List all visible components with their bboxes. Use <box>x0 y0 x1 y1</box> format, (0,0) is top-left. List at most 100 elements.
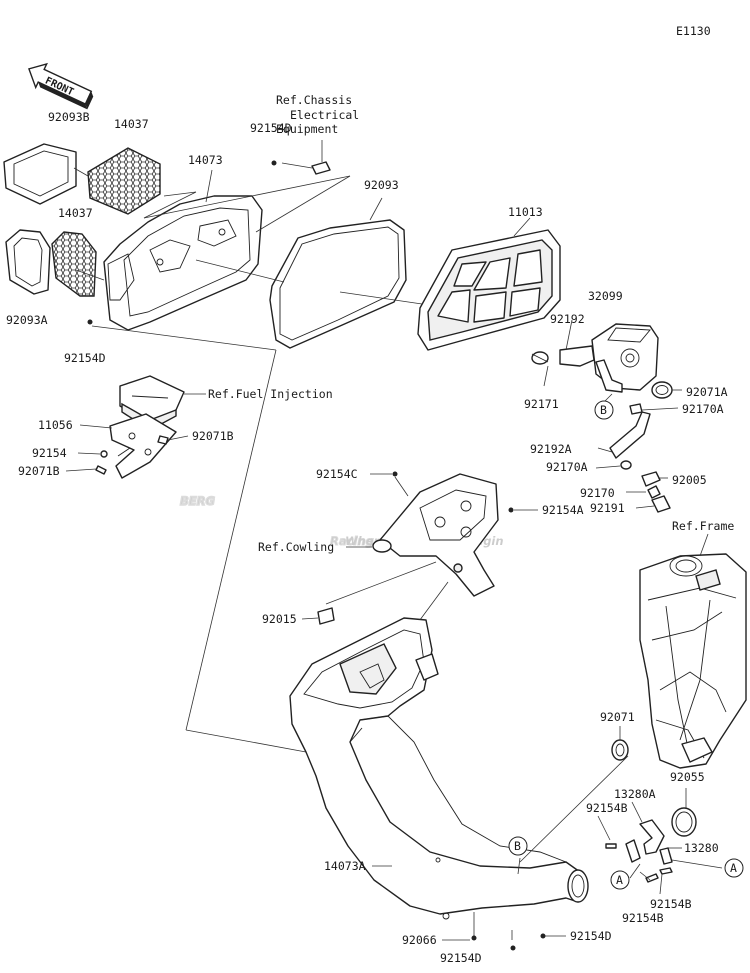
part-92015-grommet <box>317 607 335 625</box>
bolt-92154A <box>508 507 514 513</box>
leader-92071-duct <box>519 755 629 863</box>
callout-14037-left: 14037 <box>58 206 93 220</box>
callout-92093: 92093 <box>364 178 399 192</box>
callout-92071B-1: 92071B <box>192 429 234 443</box>
ref-frame: Ref.Frame <box>672 519 734 533</box>
marker-B-bottom: B <box>508 836 528 856</box>
callout-92093A: 92093A <box>6 313 48 327</box>
leader-lines-upper <box>73 140 531 753</box>
callout-92171: 92171 <box>524 397 559 411</box>
callout-92071: 92071 <box>600 710 635 724</box>
watermark-brand: BERG <box>180 494 215 508</box>
labels: Ref.Chassis Electrical Equipment 92093B … <box>6 93 734 965</box>
small-bolts-clamps <box>605 843 673 883</box>
ref-chassis-line3: Equipment <box>276 122 338 136</box>
part-14073-airbox-cover <box>103 195 263 331</box>
leader-lines-clamps <box>597 801 723 895</box>
svg-text:A: A <box>730 861 737 875</box>
leader-lines-right <box>543 319 682 509</box>
part-92071-grommet <box>611 739 629 761</box>
bolt-92154C <box>392 471 398 477</box>
callout-92192A: 92192A <box>530 442 572 456</box>
part-14073A-intake-duct <box>289 617 589 920</box>
callout-92015: 92015 <box>262 612 297 626</box>
part-92192A-hose <box>609 411 651 459</box>
callout-92066: 92066 <box>402 933 437 947</box>
callout-92055: 92055 <box>670 770 705 784</box>
callout-92154: 92154 <box>32 446 67 460</box>
part-14037-mesh-left <box>51 231 97 297</box>
part-13280-clamps <box>625 819 673 865</box>
bolt-92154D-bottom <box>510 945 516 951</box>
part-92192-hose <box>559 345 595 367</box>
callout-92154D-bottom-right: 92154D <box>570 929 612 943</box>
ref-cowling: Ref.Cowling <box>258 540 334 554</box>
callout-92154B-2: 92154B <box>650 897 692 911</box>
part-middle-bracket <box>372 473 499 597</box>
leader-lines-11056 <box>65 393 206 472</box>
callout-92154B-3: 92154B <box>622 911 664 925</box>
part-92093-gasket <box>269 219 407 349</box>
callout-92154A: 92154A <box>542 503 584 517</box>
marker-A-left: A <box>610 870 630 890</box>
leader-92015 <box>301 617 319 620</box>
bolt-92066 <box>471 935 477 941</box>
svg-text:B: B <box>600 403 607 417</box>
part-11013-air-filter <box>417 229 561 351</box>
callout-14073: 14073 <box>188 153 223 167</box>
callout-13280: 13280 <box>684 841 719 855</box>
small-bolts-11056 <box>95 435 169 475</box>
callout-92071A: 92071A <box>686 385 728 399</box>
part-92170A-clip-2 <box>620 460 632 470</box>
part-92170A-clip <box>629 403 643 415</box>
part-92005-fitting <box>641 471 661 499</box>
bolt-92154D-left <box>87 319 93 325</box>
part-92093B-seal <box>3 143 77 205</box>
leader-lines-duct <box>372 857 566 941</box>
ref-chassis-line2: Electrical <box>290 108 359 122</box>
callout-92191: 92191 <box>590 501 625 515</box>
diagram-code: E1130 <box>676 24 711 38</box>
svg-text:B: B <box>514 839 521 853</box>
leader-lines-middle <box>325 473 538 629</box>
callout-92154D-bottom: 92154D <box>440 951 482 965</box>
part-92071A-oring <box>651 381 673 399</box>
connector-part <box>271 160 331 175</box>
callout-13280A: 13280A <box>614 787 656 801</box>
callout-92154B-1: 92154B <box>586 801 628 815</box>
ref-chassis-line1: Ref.Chassis <box>276 93 352 107</box>
callout-92192: 92192 <box>550 312 585 326</box>
bolt-92154D-bottom-right <box>540 933 546 939</box>
callout-92170: 92170 <box>580 486 615 500</box>
part-14037-mesh-top <box>87 147 161 215</box>
part-92191-hose-small <box>651 495 671 513</box>
part-32099-valve <box>591 323 659 393</box>
part-92171-clamp <box>531 351 549 365</box>
callout-92071B-2: 92071B <box>18 464 60 478</box>
frame-ref-outline <box>639 553 747 769</box>
callout-14037-top: 14037 <box>114 117 149 131</box>
callout-92170A-1: 92170A <box>682 402 724 416</box>
callout-92005: 92005 <box>672 473 707 487</box>
callout-92154C: 92154C <box>316 467 358 481</box>
marker-A-right: A <box>724 858 744 878</box>
part-92055-oring <box>671 807 697 837</box>
callout-14073A: 14073A <box>324 859 366 873</box>
callout-92170A-2: 92170A <box>546 460 588 474</box>
watermark-sub: Racing <box>330 534 374 548</box>
callout-11013: 11013 <box>508 205 543 219</box>
callout-92093B: 92093B <box>48 110 90 124</box>
part-11056-bracket <box>109 413 177 479</box>
callout-92154D-left: 92154D <box>64 351 106 365</box>
front-arrow-icon: FRONT <box>28 62 94 110</box>
leader-frame <box>699 533 709 557</box>
callout-32099: 32099 <box>588 289 623 303</box>
ref-fuel-injection: Ref.Fuel Injection <box>208 387 333 401</box>
part-92093A-seal <box>5 229 51 295</box>
marker-B-top: B <box>594 400 614 420</box>
callout-92154D-top: 92154D <box>250 121 292 135</box>
callout-11056: 11056 <box>38 418 73 432</box>
svg-text:A: A <box>616 873 623 887</box>
